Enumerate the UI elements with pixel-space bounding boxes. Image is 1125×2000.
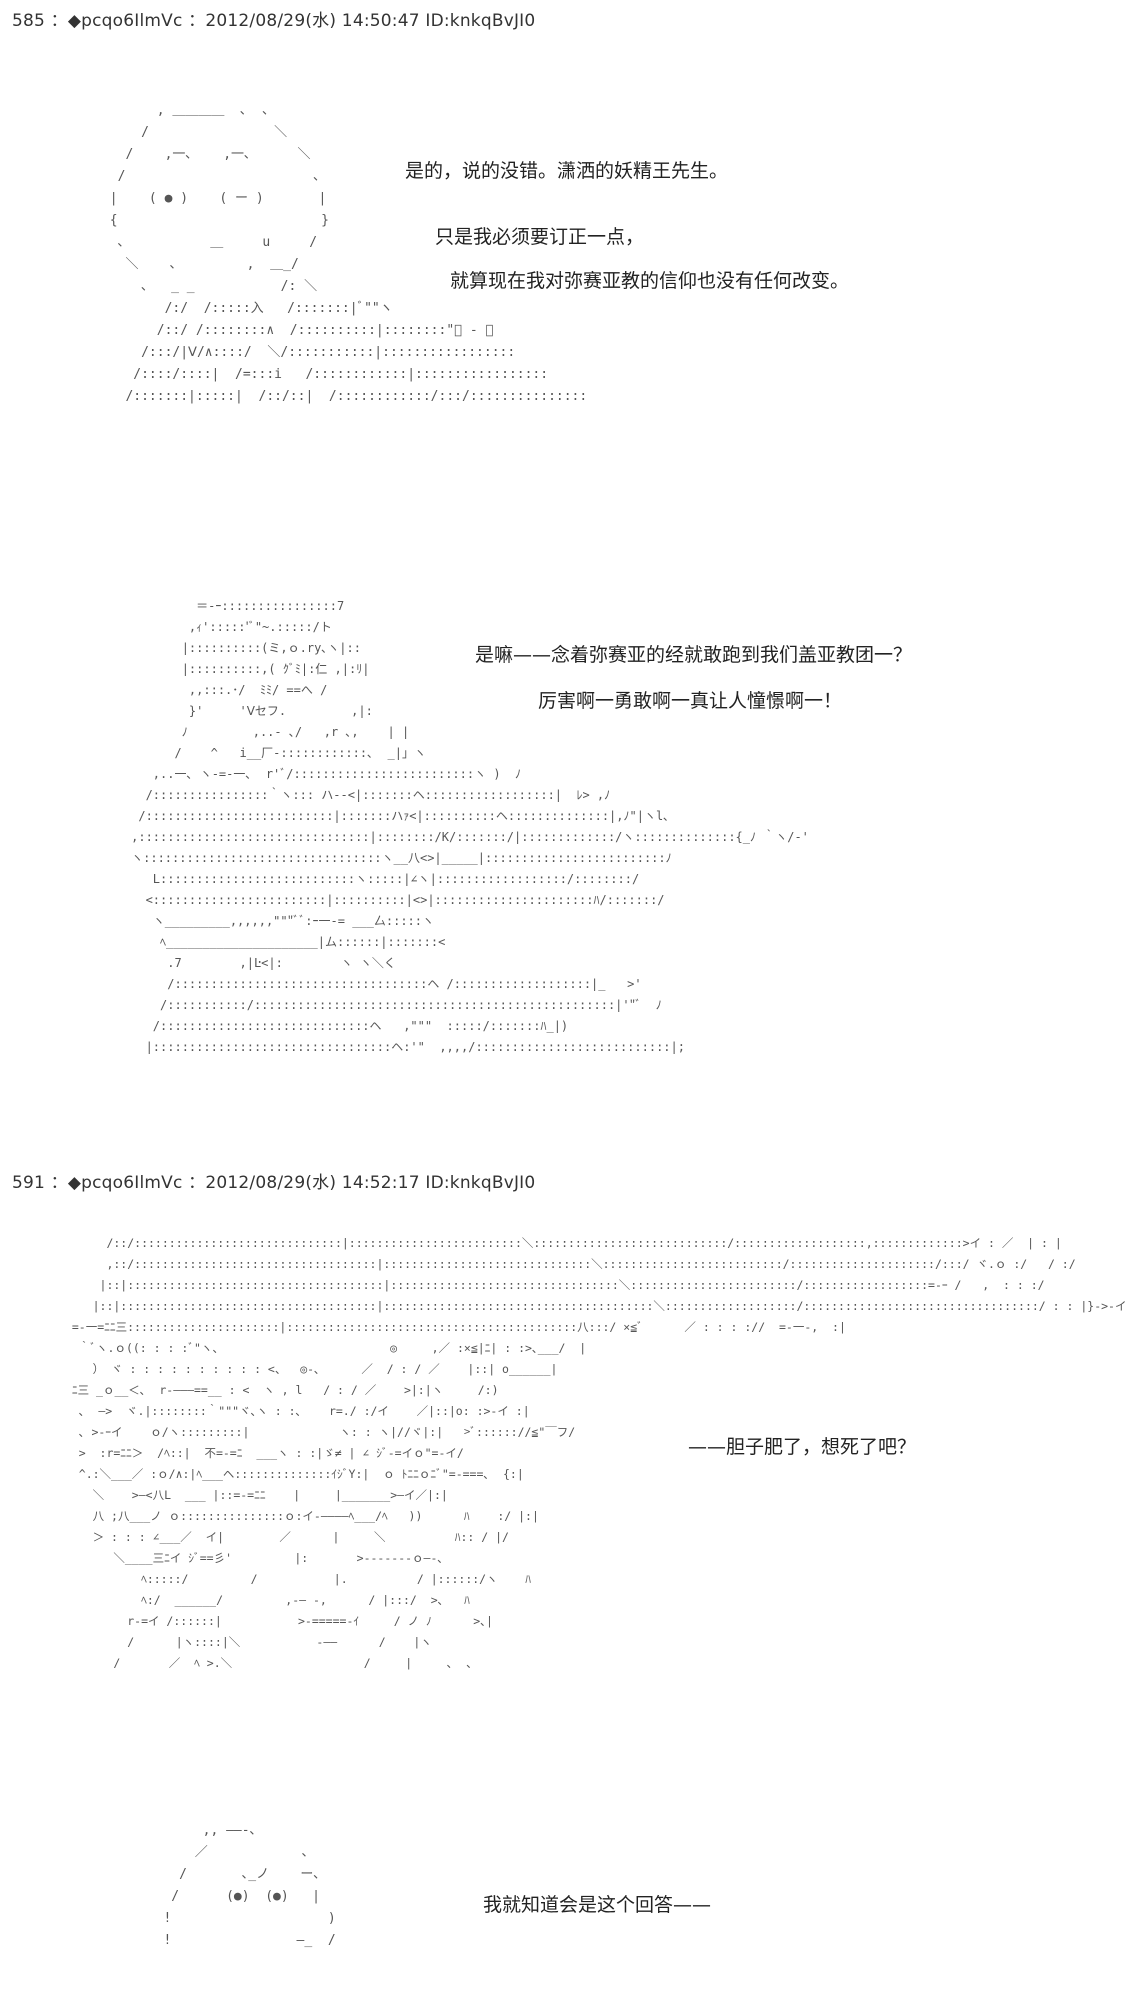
dialogue-line: ——胆子肥了，想死了吧？ — [688, 1436, 917, 1458]
post-header-591: 591 ：◆pcqo6IlmVc ：2012/08/29(水) 14:52:17… — [12, 1173, 536, 1193]
ascii-art-figure: ＝-ｰ::::::::::::::::7 ,ｨ':::::'ﾞ"~.:::::/… — [131, 599, 809, 1054]
dialogue-line: 厉害啊一勇敢啊一真让人憧憬啊一！ — [538, 690, 843, 712]
ascii-art-figure: ,, ――-､ ／ ､ / ､_ノ ー､ / (●) (●) | ! ) ! ―… — [163, 1823, 336, 1948]
dialogue-line: 就算现在我对弥赛亚教的信仰也没有任何改变。 — [450, 270, 850, 292]
ascii-art-figure: /::/::::::::::::::::::::::::::::::|:::::… — [71, 1236, 1125, 1670]
ascii-art-figure: , ＿＿＿＿ ､ ､ / ＼ / ,一､ ,一､ ＼ / ､ | ( ● ) (… — [109, 103, 588, 404]
dialogue-line: 我就知道会是这个回答—— — [483, 1894, 712, 1916]
dialogue-line: 是的，说的没错。潇洒的妖精王先生。 — [405, 160, 729, 182]
dialogue-line: 只是我必须要订正一点， — [435, 226, 645, 248]
dialogue-line: 是嘛——念着弥赛亚的经就敢跑到我们盖亚教团一？ — [475, 644, 913, 666]
post-header-585: 585 ：◆pcqo6IlmVc ：2012/08/29(水) 14:50:47… — [12, 11, 536, 31]
